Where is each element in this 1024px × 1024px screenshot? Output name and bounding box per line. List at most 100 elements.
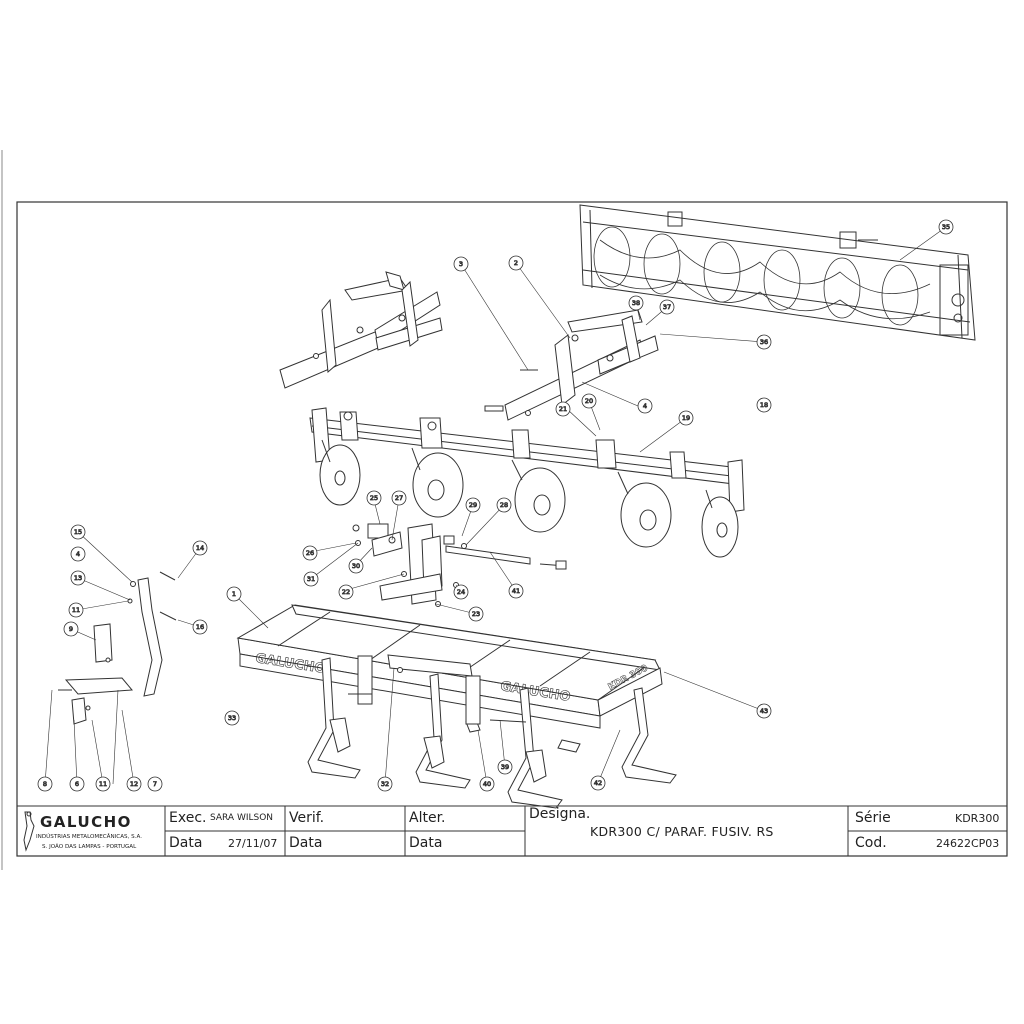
- svg-text:22: 22: [342, 588, 350, 596]
- svg-text:2: 2: [514, 259, 518, 267]
- svg-text:31: 31: [307, 575, 315, 583]
- callout-20: 20: [581, 393, 597, 409]
- callout-30: 30: [348, 558, 364, 574]
- callout-2: 2: [508, 255, 524, 271]
- parts-cluster: [352, 523, 567, 607]
- svg-text:4: 4: [643, 402, 647, 410]
- svg-text:11: 11: [99, 780, 107, 788]
- svg-text:14: 14: [196, 544, 204, 552]
- svg-text:39: 39: [501, 763, 509, 771]
- svg-text:30: 30: [352, 562, 360, 570]
- callout-32: 32: [377, 776, 393, 792]
- svg-text:1: 1: [232, 590, 236, 598]
- callout-40: 40: [479, 776, 495, 792]
- svg-text:6: 6: [75, 780, 79, 788]
- svg-text:27: 27: [395, 494, 403, 502]
- svg-text:38: 38: [632, 299, 640, 307]
- callout-26: 26: [302, 545, 318, 561]
- callout-28: 28: [496, 497, 512, 513]
- svg-text:21: 21: [559, 405, 567, 413]
- svg-text:16: 16: [196, 623, 204, 631]
- svg-text:32: 32: [381, 780, 389, 788]
- svg-text:41: 41: [512, 587, 520, 595]
- verif-date-label: Data: [289, 835, 323, 851]
- svg-text:26: 26: [306, 549, 314, 557]
- cod-label: Cod.: [855, 835, 887, 851]
- callout-8: 8: [37, 776, 53, 792]
- discs: [319, 439, 739, 558]
- callout-35: 35: [938, 219, 954, 235]
- callout-22: 22: [338, 584, 354, 600]
- svg-text:35: 35: [942, 223, 950, 231]
- alter-label: Alter.: [409, 810, 446, 826]
- callout-31: 31: [303, 571, 319, 587]
- hitch-bracket: [484, 309, 659, 421]
- svg-text:11: 11: [72, 606, 80, 614]
- svg-text:43: 43: [760, 707, 768, 715]
- svg-text:33: 33: [228, 714, 236, 722]
- callout-11: 11: [95, 776, 111, 792]
- svg-text:23: 23: [472, 610, 480, 618]
- callout-4b: 4: [70, 546, 86, 562]
- callout-13: 13: [70, 570, 86, 586]
- callout-21: 21: [555, 401, 571, 417]
- callout-1: 1: [226, 586, 242, 602]
- left-hitch-bracket: [279, 271, 443, 389]
- disc-gang-bar: [309, 407, 745, 513]
- serie-value: KDR300: [955, 812, 1000, 825]
- designa-value: KDR300 C/ PARAF. FUSIV. RS: [590, 824, 774, 839]
- tines: [307, 654, 677, 809]
- callout-36: 36: [756, 334, 772, 350]
- callout-4: 4: [637, 398, 653, 414]
- callout-14: 14: [192, 540, 208, 556]
- callout-12: 12: [126, 776, 142, 792]
- svg-text:36: 36: [760, 338, 768, 346]
- svg-text:12: 12: [130, 780, 138, 788]
- svg-text:29: 29: [469, 501, 477, 509]
- svg-text:13: 13: [74, 574, 82, 582]
- company-logo-icon: [23, 811, 35, 852]
- callout-circles: 1 2 3 4 4 6 7 8 9 11 11 12 13 14 15 16 1…: [37, 219, 954, 792]
- svg-text:40: 40: [483, 780, 491, 788]
- callout-25: 25: [366, 490, 382, 506]
- exec-date-label: Data: [169, 835, 203, 851]
- svg-text:25: 25: [370, 494, 378, 502]
- callout-24: 24: [453, 584, 469, 600]
- callout-27: 27: [391, 490, 407, 506]
- svg-text:15: 15: [74, 528, 82, 536]
- callout-6: 6: [69, 776, 85, 792]
- callout-18: 18: [756, 397, 772, 413]
- callout-23: 23: [468, 606, 484, 622]
- callout-29: 29: [465, 497, 481, 513]
- svg-text:18: 18: [760, 401, 768, 409]
- designa-label: Designa.: [529, 806, 591, 822]
- callout-42: 42: [590, 775, 606, 791]
- svg-text:7: 7: [153, 780, 157, 788]
- exec-value: SARA WILSON: [210, 813, 274, 823]
- exec-date-value: 27/11/07: [228, 837, 278, 850]
- callout-leaders: [44, 226, 947, 785]
- callout-3: 3: [453, 256, 469, 272]
- callout-11b: 11: [68, 602, 84, 618]
- title-block-grid: [16, 805, 1008, 857]
- callout-9: 9: [63, 621, 79, 637]
- svg-text:9: 9: [69, 625, 73, 633]
- cod-value: 24622CP03: [936, 837, 1000, 850]
- callout-15: 15: [70, 524, 86, 540]
- svg-text:19: 19: [682, 414, 690, 422]
- callout-7: 7: [147, 776, 163, 792]
- svg-text:8: 8: [43, 780, 47, 788]
- svg-text:20: 20: [585, 397, 593, 405]
- svg-text:37: 37: [663, 303, 671, 311]
- verif-label: Verif.: [289, 810, 325, 826]
- main-frame: GALUCHO GALUCHO KDR 300: [236, 604, 663, 729]
- callout-38: 38: [628, 295, 644, 311]
- svg-text:28: 28: [500, 501, 508, 509]
- callout-16: 16: [192, 619, 208, 635]
- company-subtitle-1: INDÚSTRIAS METALOMECÂNICAS, S.A.: [36, 834, 142, 840]
- svg-text:4: 4: [76, 550, 80, 558]
- callout-41: 41: [508, 583, 524, 599]
- svg-text:42: 42: [594, 779, 602, 787]
- callout-39: 39: [497, 759, 513, 775]
